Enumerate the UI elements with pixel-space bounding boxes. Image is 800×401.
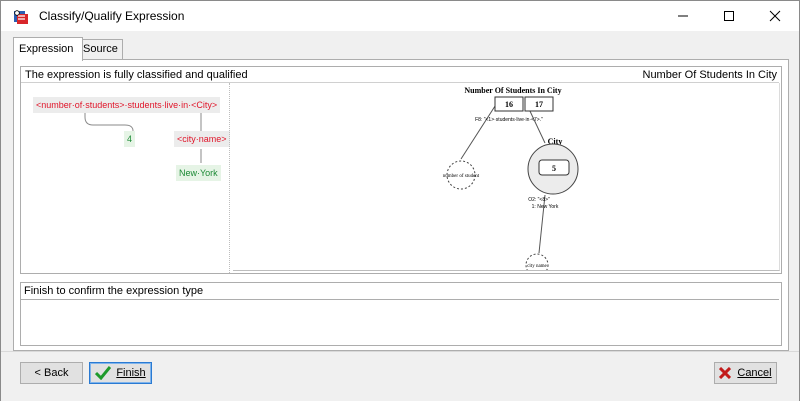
pane-splitter[interactable] (229, 83, 233, 273)
classification-panel: The expression is fully classified and q… (20, 66, 782, 274)
cancel-button[interactable]: Cancel (714, 362, 777, 384)
expression-tab-page: The expression is fully classified and q… (13, 59, 789, 351)
main-node-value-2: 17 (535, 100, 543, 109)
main-node-value-1: 16 (505, 100, 513, 109)
minimize-button[interactable] (660, 1, 706, 31)
maximize-icon (724, 11, 734, 21)
close-button[interactable] (752, 1, 798, 31)
main-node-title: Number Of Students In City (464, 86, 561, 95)
title-bar: Classify/Qualify Expression (1, 1, 799, 31)
city-node-title: City (548, 137, 563, 146)
tree-node-city-slot[interactable]: <city·name> (174, 131, 230, 147)
tab-expression[interactable]: Expression (13, 37, 83, 61)
tree-connectors (84, 111, 202, 163)
tree-node-root[interactable]: <number·of·students>·students·live·in·<C… (33, 97, 221, 113)
back-button[interactable]: < Back (20, 362, 83, 384)
app-icon (14, 10, 28, 24)
city-node-pattern: O2: "<8>" (528, 197, 550, 203)
finish-button-label: Finish (116, 367, 146, 379)
city-name-node-label: city name (527, 264, 547, 269)
expression-tree[interactable]: <number·of·students>·students·live·in·<C… (21, 83, 230, 273)
cancel-x-icon (719, 367, 732, 379)
cancel-button-label: Cancel (737, 367, 772, 379)
checkmark-icon (95, 366, 112, 380)
main-node-slot-2[interactable] (524, 96, 554, 112)
expression-graph[interactable]: Number Of Students In City 16 17 F8: "<1… (233, 83, 780, 271)
tree-node-city-value[interactable]: New·York (176, 165, 221, 181)
main-node-pattern: F8: "<1>·students·live·in·<7>." (475, 117, 543, 123)
window-title: Classify/Qualify Expression (39, 9, 185, 23)
main-node-slot-1[interactable] (494, 96, 524, 112)
edge-city-name (538, 194, 546, 254)
tab-source[interactable]: Source (77, 39, 123, 61)
number-node-circle[interactable] (446, 160, 476, 190)
finish-info-panel: Finish to confirm the expression type (20, 282, 782, 346)
city-name-node-circle[interactable] (525, 253, 549, 270)
finish-message: Finish to confirm the expression type (24, 285, 204, 297)
graph-canvas: Number Of Students In City 16 17 F8: "<1… (443, 86, 579, 270)
city-node-slot[interactable] (538, 159, 570, 176)
maximize-button[interactable] (706, 1, 752, 31)
edge-main-number (460, 102, 498, 160)
back-button-label: < Back (34, 367, 69, 379)
finish-button[interactable]: Finish (89, 362, 152, 384)
tree-node-number[interactable]: 4 (124, 131, 136, 147)
minimize-icon (678, 15, 688, 17)
header-divider (21, 82, 779, 83)
finish-header: Finish to confirm the expression type (21, 283, 779, 300)
expression-type-label: Number Of Students In City (642, 69, 778, 81)
status-header: The expression is fully classified and q… (23, 69, 779, 82)
number-node-label: number of student (443, 174, 480, 179)
city-node-sub: 1: New York (532, 204, 559, 210)
close-icon (769, 10, 781, 22)
edge-main-city (528, 108, 546, 144)
button-bar: < Back Finish Cancel (1, 351, 799, 401)
city-node-value: 5 (552, 164, 556, 173)
status-message: The expression is fully classified and q… (25, 69, 248, 81)
